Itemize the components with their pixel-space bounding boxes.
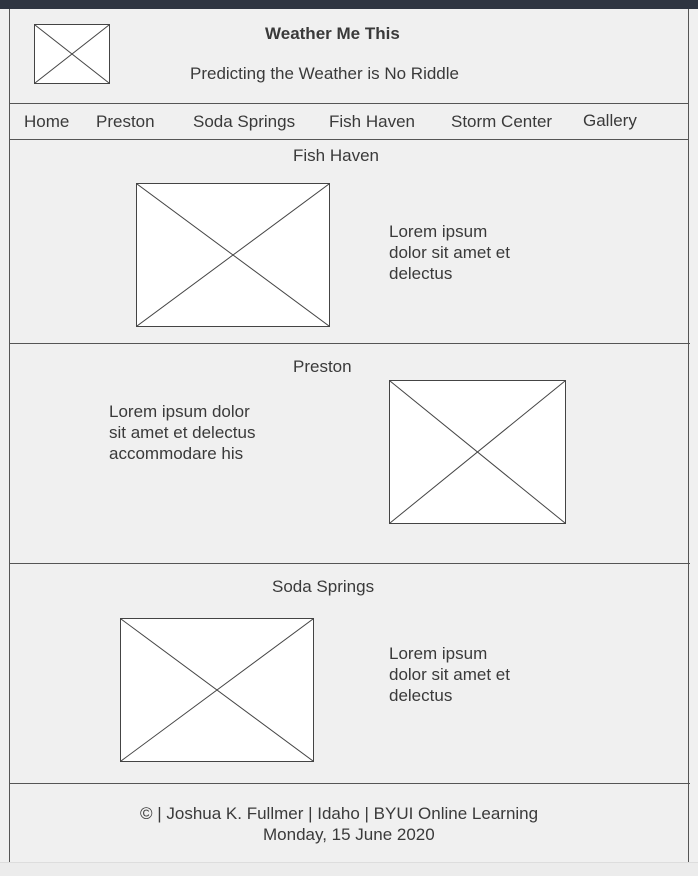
image-placeholder-icon	[121, 619, 313, 761]
section-divider	[9, 563, 690, 564]
section-divider	[9, 343, 690, 344]
site-subtitle: Predicting the Weather is No Riddle	[190, 64, 459, 83]
image-placeholder-icon	[137, 184, 329, 326]
soda-springs-text: Lorem ipsum dolor sit amet et delectus	[389, 644, 510, 705]
fish-haven-image-placeholder	[136, 183, 330, 327]
nav-top-divider	[9, 103, 689, 104]
fish-haven-text: Lorem ipsum dolor sit amet et delectus	[389, 222, 510, 283]
page-bottom-edge	[0, 862, 698, 876]
footer-copyright: © | Joshua K. Fullmer | Idaho | BYUI Onl…	[140, 804, 539, 823]
image-placeholder-icon	[35, 25, 109, 83]
nav-item-home[interactable]: Home	[24, 112, 70, 131]
footer-date: Monday, 15 June 2020	[263, 825, 435, 844]
section-title-preston: Preston	[293, 357, 352, 376]
preston-image-placeholder	[389, 380, 566, 524]
footer-top-divider	[9, 783, 690, 784]
section-title-fish-haven: Fish Haven	[293, 146, 379, 165]
nav-item-preston[interactable]: Preston	[96, 112, 155, 131]
soda-springs-image-placeholder	[120, 618, 314, 762]
image-placeholder-icon	[390, 381, 565, 523]
nav-item-fish-haven[interactable]: Fish Haven	[329, 112, 415, 131]
preston-text: Lorem ipsum dolor sit amet et delectus a…	[109, 402, 256, 463]
section-title-soda-springs: Soda Springs	[272, 577, 375, 596]
nav-item-gallery[interactable]: Gallery	[583, 111, 637, 130]
site-title: Weather Me This	[265, 24, 400, 43]
logo-image-placeholder	[34, 24, 110, 84]
nav-item-storm-center[interactable]: Storm Center	[451, 112, 553, 131]
nav-item-soda-springs[interactable]: Soda Springs	[193, 112, 296, 131]
window-top-bar	[0, 0, 698, 9]
page-frame	[9, 9, 689, 862]
nav-bottom-divider	[9, 139, 689, 140]
